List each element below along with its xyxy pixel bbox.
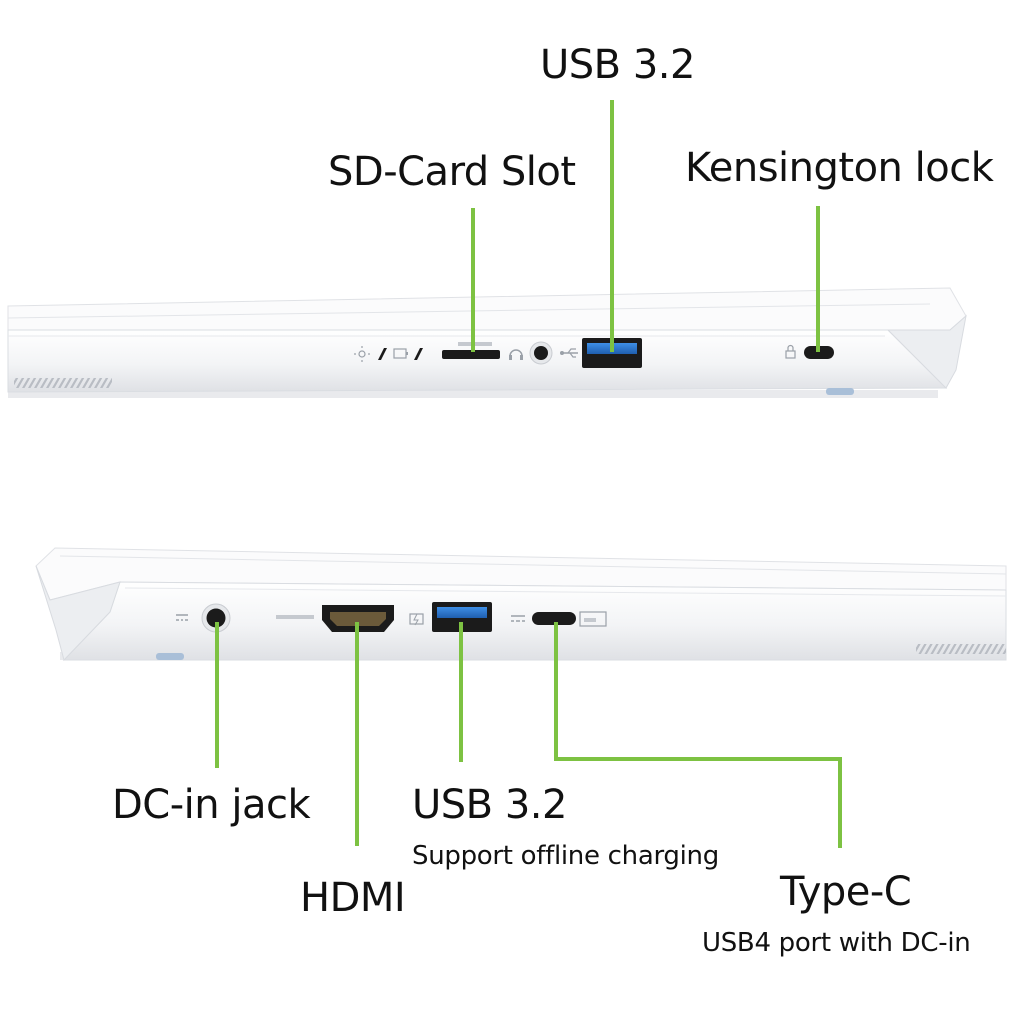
dc-power-icon [176, 614, 188, 621]
leader-type-c [554, 622, 842, 848]
laptop-top-vents [14, 378, 112, 388]
laptop-top-hinge [886, 314, 967, 389]
laptop-top-lid-edge [7, 303, 931, 319]
laptop-top-view [7, 287, 967, 398]
lock-icon [785, 344, 796, 359]
sd-card-slot [442, 350, 500, 359]
label-type-c: Type-C [780, 869, 912, 915]
kensington-lock-slot [804, 346, 834, 359]
label-usb-note: Support offline charging [412, 841, 719, 871]
hdmi-text-icon [276, 615, 314, 619]
label-hdmi: HDMI [300, 875, 406, 921]
dc-in-jack-port [201, 603, 231, 633]
battery-charge-icon [409, 613, 424, 626]
usb-a-port-bottom [432, 602, 492, 632]
audio-jack [529, 341, 553, 365]
leader-lines [215, 100, 842, 848]
power-led [378, 348, 387, 360]
usb-symbol-icon [560, 348, 578, 358]
label-usb-top: USB 3.2 [540, 42, 695, 88]
label-usb-bottom: USB 3.2 [412, 782, 567, 828]
laptop-bottom-hinge [35, 565, 121, 661]
hdmi-port [322, 605, 394, 632]
label-dc-in: DC-in jack [112, 782, 311, 828]
dc-symbol-icon [511, 615, 525, 622]
laptop-bottom-lid-edge [59, 555, 1007, 575]
laptop-top-foot [826, 388, 854, 395]
laptop-bottom-seam [124, 587, 1007, 597]
battery-led [414, 348, 423, 360]
brightness-icon [354, 346, 370, 362]
laptop-bottom-foot [156, 653, 184, 660]
label-sd-card: SD-Card Slot [328, 149, 576, 195]
laptop-top-base [7, 329, 948, 393]
laptop-top-lid [7, 287, 967, 331]
battery-icon [393, 348, 408, 359]
laptop-bottom-vents [916, 644, 1006, 654]
headset-icon [509, 349, 523, 360]
label-type-c-note: USB4 port with DC-in [702, 928, 971, 958]
label-kensington: Kensington lock [685, 145, 994, 191]
usb-c-port [532, 612, 576, 625]
laptop-bottom-view [35, 547, 1007, 661]
laptop-top-shadow [8, 390, 938, 398]
usb-c-box-icon [579, 611, 607, 627]
